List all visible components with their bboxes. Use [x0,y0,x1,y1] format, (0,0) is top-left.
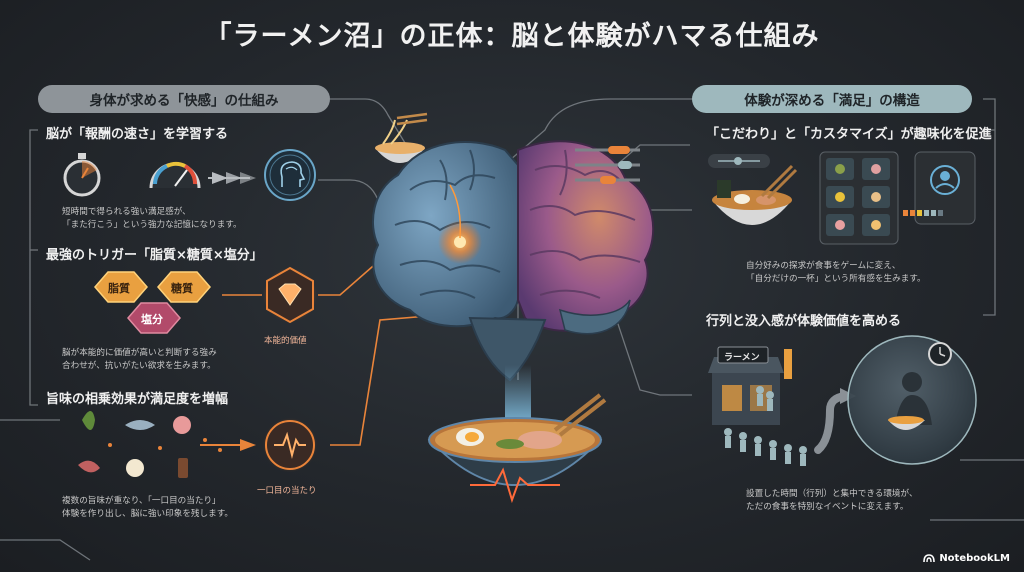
stopwatch-icon [63,153,101,197]
head-brain-icon [264,149,316,201]
immersion-bubble [847,335,977,465]
slider-widget [708,154,770,168]
left-text-trigger: 脳が本能的に価値が高いと判断する強み 合わせが、抗いがたい欲求を生みます。 [62,348,217,371]
gem-label: 本能的価値 [264,336,307,346]
notebook-logo-icon [923,554,936,563]
left-text-umami: 複数の旨味が重なり、「一口目の当たり」 体験を作り出し、脳に強い印象を残します。 [62,496,234,519]
queue-people [724,386,807,466]
gauge-icon [149,161,201,189]
custom-ramen-bowl [712,164,798,225]
hex-label-fat: 脂質 [108,282,130,295]
left-heading-umami: 旨味の相乗効果が満足度を増幅 [46,392,229,407]
pulse-icon [263,418,317,472]
right-heading-queue: 行列と没入感が体験価値を高める [706,314,902,329]
ingredient-icons [78,411,256,478]
hex-label-sugar: 糖質 [171,282,193,295]
shop-sign: ラーメン [724,353,760,363]
hexagon-group [94,271,211,334]
left-heading-reward-speed: 脳が「報酬の速さ」を学習する [46,127,229,142]
queue-arrow [814,392,849,454]
left-heading-trigger: 最強のトリガー「脂質×糖質×塩分」 [46,248,263,263]
pulse-label: 一口目の当たり [257,486,317,496]
right-text-customize: 自分好みの探求が食事をゲームに変え、 「自分だけの一杯」という所有感を生みます。 [746,261,926,284]
central-ramen-bowl [427,365,607,504]
speed-arrows [208,172,256,184]
brand-watermark: NotebookLM [923,553,1010,564]
gem-icon [263,266,317,324]
brain-illustration [371,140,655,382]
topping-selector [819,151,899,245]
profile-card [903,151,976,225]
hex-label-salt: 塩分 [141,313,163,326]
left-text-reward-speed: 短時間で得られる強い満足感が、 「また行こう」という強力な記憶になります。 [62,207,242,230]
ramen-shop [708,346,792,425]
left-section-header: 身体が求める「快感」の仕組み [38,85,330,113]
right-section-header: 体験が深める「満足」の構造 [692,85,972,113]
right-text-queue: 設置した時間（行列）と集中できる環境が、 ただの食事を特別なイベントに変えます。 [746,489,918,512]
page-title: 「ラーメン沼」の正体：脳と体験がハマる仕組み [204,21,820,52]
slider-icons [575,146,640,184]
right-heading-customize: 「こだわり」と「カスタマイズ」が趣味化を促進 [706,127,992,142]
